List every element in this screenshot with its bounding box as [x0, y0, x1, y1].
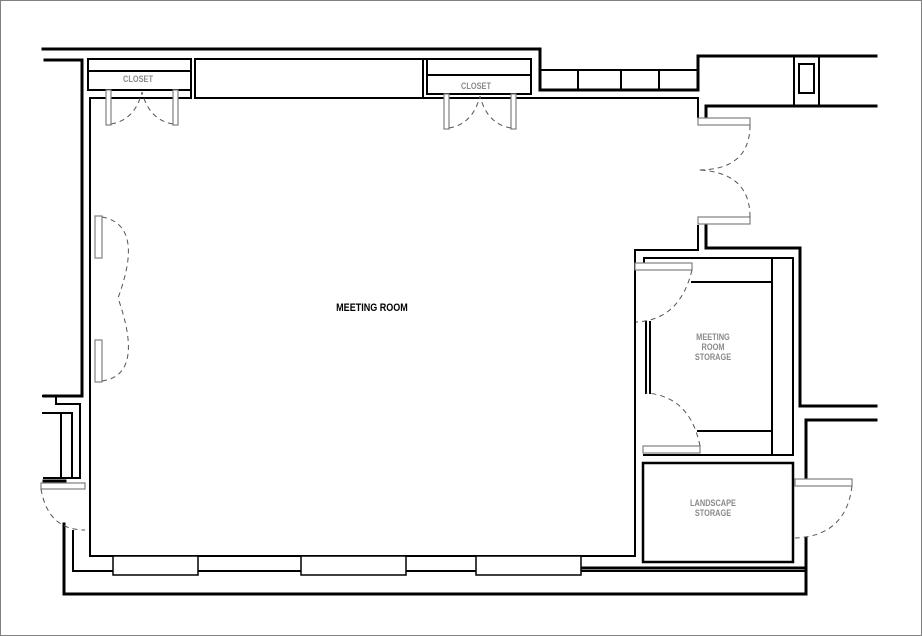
exterior-wall-top: [41, 47, 878, 92]
window: [112, 555, 199, 576]
closet-right-label: CLOSET: [461, 81, 491, 91]
closet-right-outline: [426, 58, 532, 95]
meeting-room-label: MEETING ROOM: [336, 302, 408, 314]
window: [475, 555, 582, 576]
landscape-storage-outline: [641, 461, 795, 564]
column: [793, 55, 820, 107]
closet-left-label: CLOSET: [123, 74, 153, 84]
window: [300, 555, 407, 576]
meeting-room-storage-label: MEETING ROOM STORAGE: [694, 332, 732, 362]
landscape-storage-label: LANDSCAPE STORAGE: [690, 498, 736, 518]
exterior-wall-left-upper: [42, 58, 84, 398]
